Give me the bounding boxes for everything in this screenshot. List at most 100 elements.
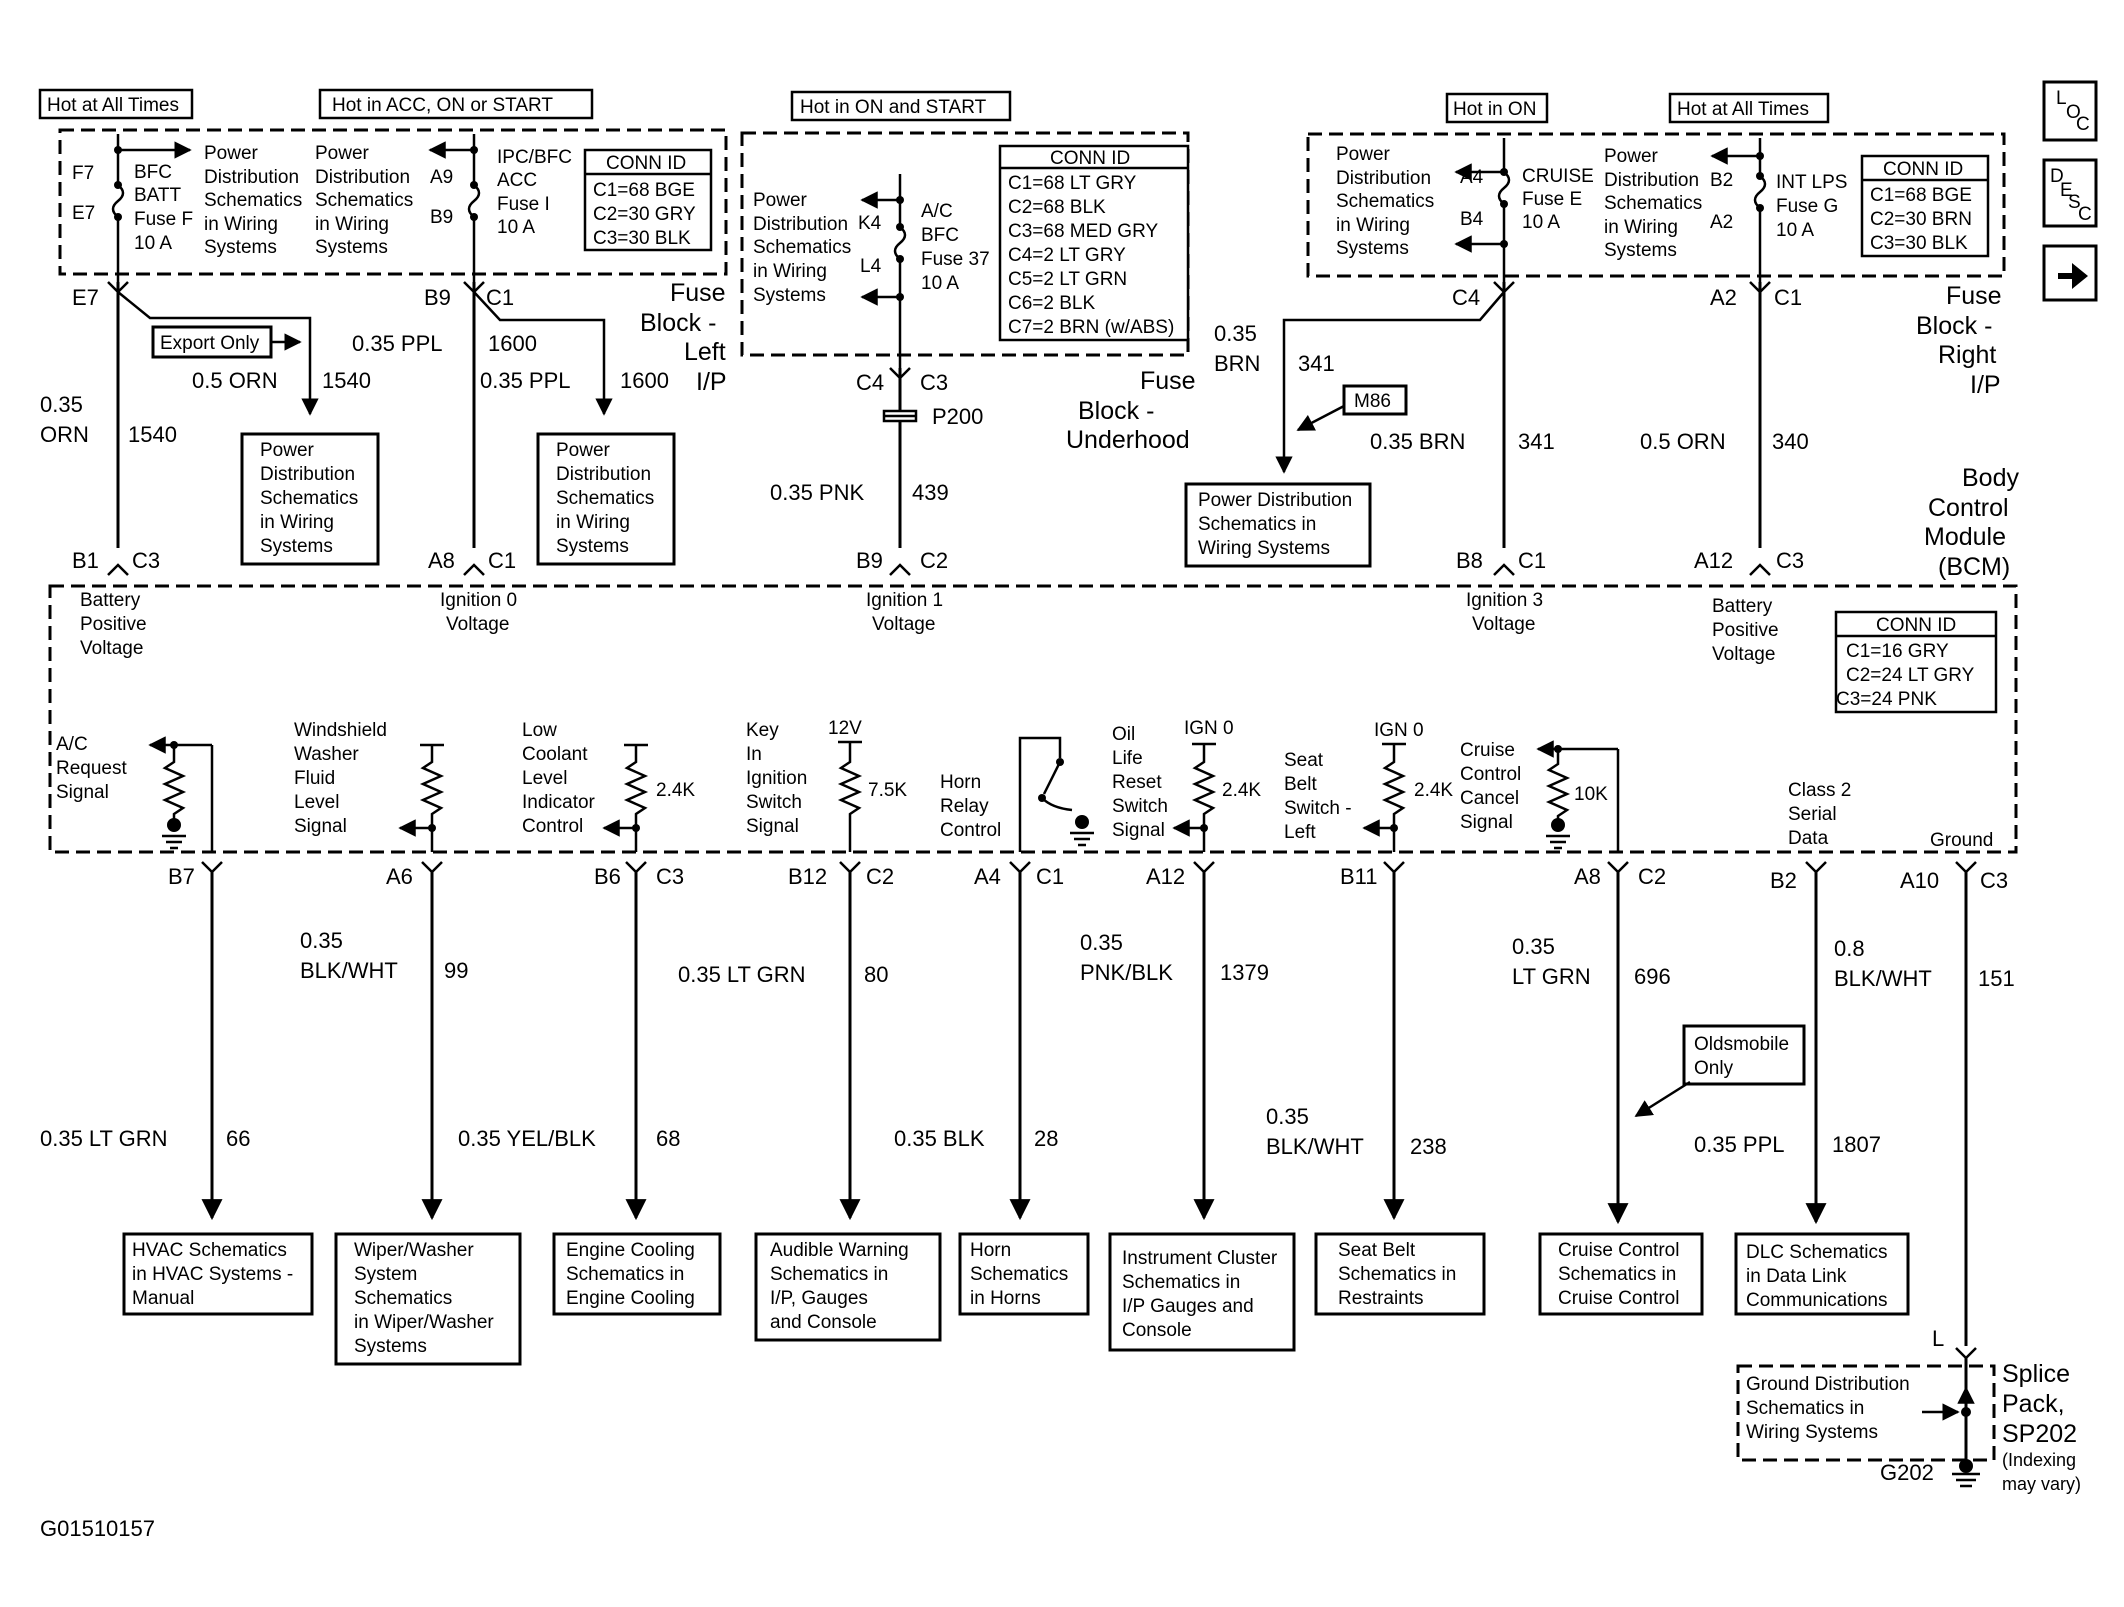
dest-hvac-schematics[interactable]: HVAC Schematics in HVAC Systems - Manual bbox=[122, 1232, 314, 1316]
dest-audible-warning-schematics[interactable]: Audible Warning Schematics in I/P, Gauge… bbox=[754, 1232, 942, 1342]
loc-button[interactable] bbox=[2042, 80, 2098, 142]
svg-text:C4=2 LT GRY: C4=2 LT GRY bbox=[1008, 245, 1126, 266]
svg-text:C1: C1 bbox=[488, 548, 516, 573]
resistor-2.4k-b: 2.4K bbox=[1222, 780, 1261, 801]
class2-serial-data-label: Class 2 Serial Data bbox=[1788, 780, 1851, 849]
svg-text:Relay: Relay bbox=[940, 796, 989, 817]
wire-05-orn-1540: 0.5 ORN 1540 bbox=[192, 368, 371, 393]
svg-text:Body: Body bbox=[1962, 464, 2019, 492]
svg-text:Signal: Signal bbox=[294, 816, 347, 837]
svg-text:Fuse F: Fuse F bbox=[134, 209, 193, 230]
svg-text:Schematics: Schematics bbox=[970, 1264, 1068, 1285]
svg-text:Oil: Oil bbox=[1112, 724, 1135, 745]
svg-text:1600: 1600 bbox=[488, 331, 537, 356]
svg-text:C1: C1 bbox=[1774, 285, 1802, 310]
svg-text:0.35 PPL: 0.35 PPL bbox=[1694, 1132, 1785, 1157]
m86-label: M86 bbox=[1296, 384, 1408, 432]
wire-035-pnk-439: 0.35 PNK 439 bbox=[770, 480, 949, 505]
svg-text:Engine Cooling: Engine Cooling bbox=[566, 1288, 695, 1309]
svg-text:Ignition 0: Ignition 0 bbox=[440, 590, 517, 611]
ground-label: Ground bbox=[1930, 830, 1993, 851]
svg-text:B2: B2 bbox=[1770, 868, 1797, 893]
wire-035-ppl-1600-a: 0.35 PPL 1600 bbox=[352, 331, 537, 356]
svg-text:0.35: 0.35 bbox=[1266, 1104, 1309, 1129]
pin-k4: K4 bbox=[858, 213, 882, 234]
svg-text:341: 341 bbox=[1518, 429, 1555, 454]
loc-button-label: L bbox=[2056, 88, 2067, 109]
svg-text:in Wiper/Washer: in Wiper/Washer bbox=[354, 1312, 494, 1333]
hot-acc-on-start-label: Hot in ACC, ON or START bbox=[332, 95, 553, 116]
svg-text:C: C bbox=[2076, 114, 2090, 135]
svg-text:Communications: Communications bbox=[1746, 1290, 1888, 1311]
svg-text:BLK/WHT: BLK/WHT bbox=[1266, 1134, 1364, 1159]
svg-text:in Wiring: in Wiring bbox=[1604, 217, 1678, 238]
dest-dlc-schematics[interactable]: DLC Schematics in Data Link Communicatio… bbox=[1734, 1232, 1910, 1316]
dest-seat-belt-schematics[interactable]: Seat Belt Schematics in Restraints bbox=[1314, 1232, 1486, 1316]
conn-a2-c1: A2 C1 bbox=[1710, 285, 1802, 310]
svg-text:1540: 1540 bbox=[128, 422, 177, 447]
svg-text:Switch: Switch bbox=[746, 792, 802, 813]
svg-text:Schematics: Schematics bbox=[556, 488, 654, 509]
dest-cruise-control-schematics[interactable]: Cruise Control Schematics in Cruise Cont… bbox=[1538, 1232, 1704, 1316]
svg-text:Level: Level bbox=[522, 768, 567, 789]
oil-life-circuit: Oil Life Reset Switch Signal IGN 0 2.4K bbox=[1112, 718, 1261, 852]
svg-text:Schematics in: Schematics in bbox=[770, 1264, 888, 1285]
ground-distribution-label: Ground Distribution Schematics in Wiring… bbox=[1746, 1374, 1910, 1443]
wire-035-ppl-1600-b: 0.35 PPL 1600 bbox=[480, 368, 669, 393]
conn-b9-c1: B9 C1 bbox=[424, 285, 514, 310]
cruise-fuse-label: CRUISE Fuse E 10 A bbox=[1522, 166, 1594, 233]
lower-wiring: B7 A6 B6 C3 B12 C2 A4 C1 A12 B11 A8 C2 B… bbox=[40, 861, 2015, 1346]
pin-e7: E7 bbox=[72, 203, 95, 224]
svg-text:Voltage: Voltage bbox=[1472, 614, 1535, 635]
pin-a9: A9 bbox=[430, 167, 453, 188]
svg-text:in Horns: in Horns bbox=[970, 1288, 1041, 1309]
svg-text:C3: C3 bbox=[1980, 868, 2008, 893]
svg-text:439: 439 bbox=[912, 480, 949, 505]
svg-text:Ignition: Ignition bbox=[746, 768, 807, 789]
svg-text:C7=2 BRN (w/ABS): C7=2 BRN (w/ABS) bbox=[1008, 317, 1174, 338]
svg-text:10 A: 10 A bbox=[1776, 220, 1814, 241]
svg-text:Export Only: Export Only bbox=[160, 333, 260, 354]
next-page-button[interactable] bbox=[2042, 244, 2098, 302]
conn-id-table-bcm: CONN ID C1=16 GRY C2=24 LT GRY C3=24 PNK bbox=[1834, 610, 1998, 714]
svg-text:C3=68 MED GRY: C3=68 MED GRY bbox=[1008, 221, 1158, 242]
svg-text:Module: Module bbox=[1924, 523, 2006, 551]
svg-text:Schematics in: Schematics in bbox=[1746, 1398, 1864, 1419]
svg-text:Indicator: Indicator bbox=[522, 792, 596, 813]
svg-text:Fuse: Fuse bbox=[1140, 367, 1196, 395]
svg-text:A2: A2 bbox=[1710, 285, 1737, 310]
svg-text:Voltage: Voltage bbox=[1712, 644, 1775, 665]
bcm-top-pin-b1-c3: B1 C3 bbox=[72, 548, 160, 576]
bfc-batt-fuse-label: BFC BATT Fuse F 10 A bbox=[134, 162, 193, 254]
ground-icon bbox=[1952, 1472, 1980, 1488]
svg-text:66: 66 bbox=[226, 1126, 250, 1151]
svg-text:in HVAC Systems -: in HVAC Systems - bbox=[132, 1264, 293, 1285]
svg-text:Schematics in: Schematics in bbox=[566, 1264, 684, 1285]
dest-engine-cooling-schematics[interactable]: Engine Cooling Schematics in Engine Cool… bbox=[552, 1232, 722, 1316]
svg-text:Positive: Positive bbox=[1712, 620, 1779, 641]
svg-text:Wiring Systems: Wiring Systems bbox=[1198, 538, 1330, 559]
svg-text:C1=16 GRY: C1=16 GRY bbox=[1846, 641, 1949, 662]
power-dist-label-right-b: Power Distribution Schematics in Wiring … bbox=[1604, 146, 1702, 261]
dest-horn-schematics[interactable]: Horn Schematics in Horns bbox=[958, 1232, 1090, 1316]
svg-text:B9: B9 bbox=[424, 285, 451, 310]
svg-text:Fuse: Fuse bbox=[1946, 282, 2002, 310]
dest-instrument-cluster-schematics[interactable]: Instrument Cluster Schematics in I/P Gau… bbox=[1108, 1232, 1296, 1352]
nav-buttons[interactable]: L O C D E S C bbox=[2042, 80, 2098, 302]
svg-text:A6: A6 bbox=[386, 864, 413, 889]
svg-text:1379: 1379 bbox=[1220, 960, 1269, 985]
svg-text:I/P, Gauges: I/P, Gauges bbox=[770, 1288, 868, 1309]
svg-text:1600: 1600 bbox=[620, 368, 669, 393]
power-dist-label-a: Power Distribution Schematics in Wiring … bbox=[204, 143, 302, 258]
svg-text:B1: B1 bbox=[72, 548, 99, 573]
conn-e7: E7 bbox=[72, 285, 99, 310]
svg-text:Signal: Signal bbox=[1460, 812, 1513, 833]
desc-button[interactable] bbox=[2042, 158, 2098, 228]
wire-05-orn-340: 0.5 ORN 340 bbox=[1640, 429, 1809, 454]
svg-text:1540: 1540 bbox=[322, 368, 371, 393]
svg-text:in Wiring: in Wiring bbox=[1336, 215, 1410, 236]
svg-text:Fuse G: Fuse G bbox=[1776, 196, 1838, 217]
supply-ign0-b: IGN 0 bbox=[1374, 720, 1424, 741]
fuse-block-right-title: Fuse Block - Right I/P bbox=[1916, 282, 2002, 399]
dest-wiper-washer-schematics[interactable]: Wiper/Washer System Schematics in Wiper/… bbox=[334, 1232, 522, 1366]
